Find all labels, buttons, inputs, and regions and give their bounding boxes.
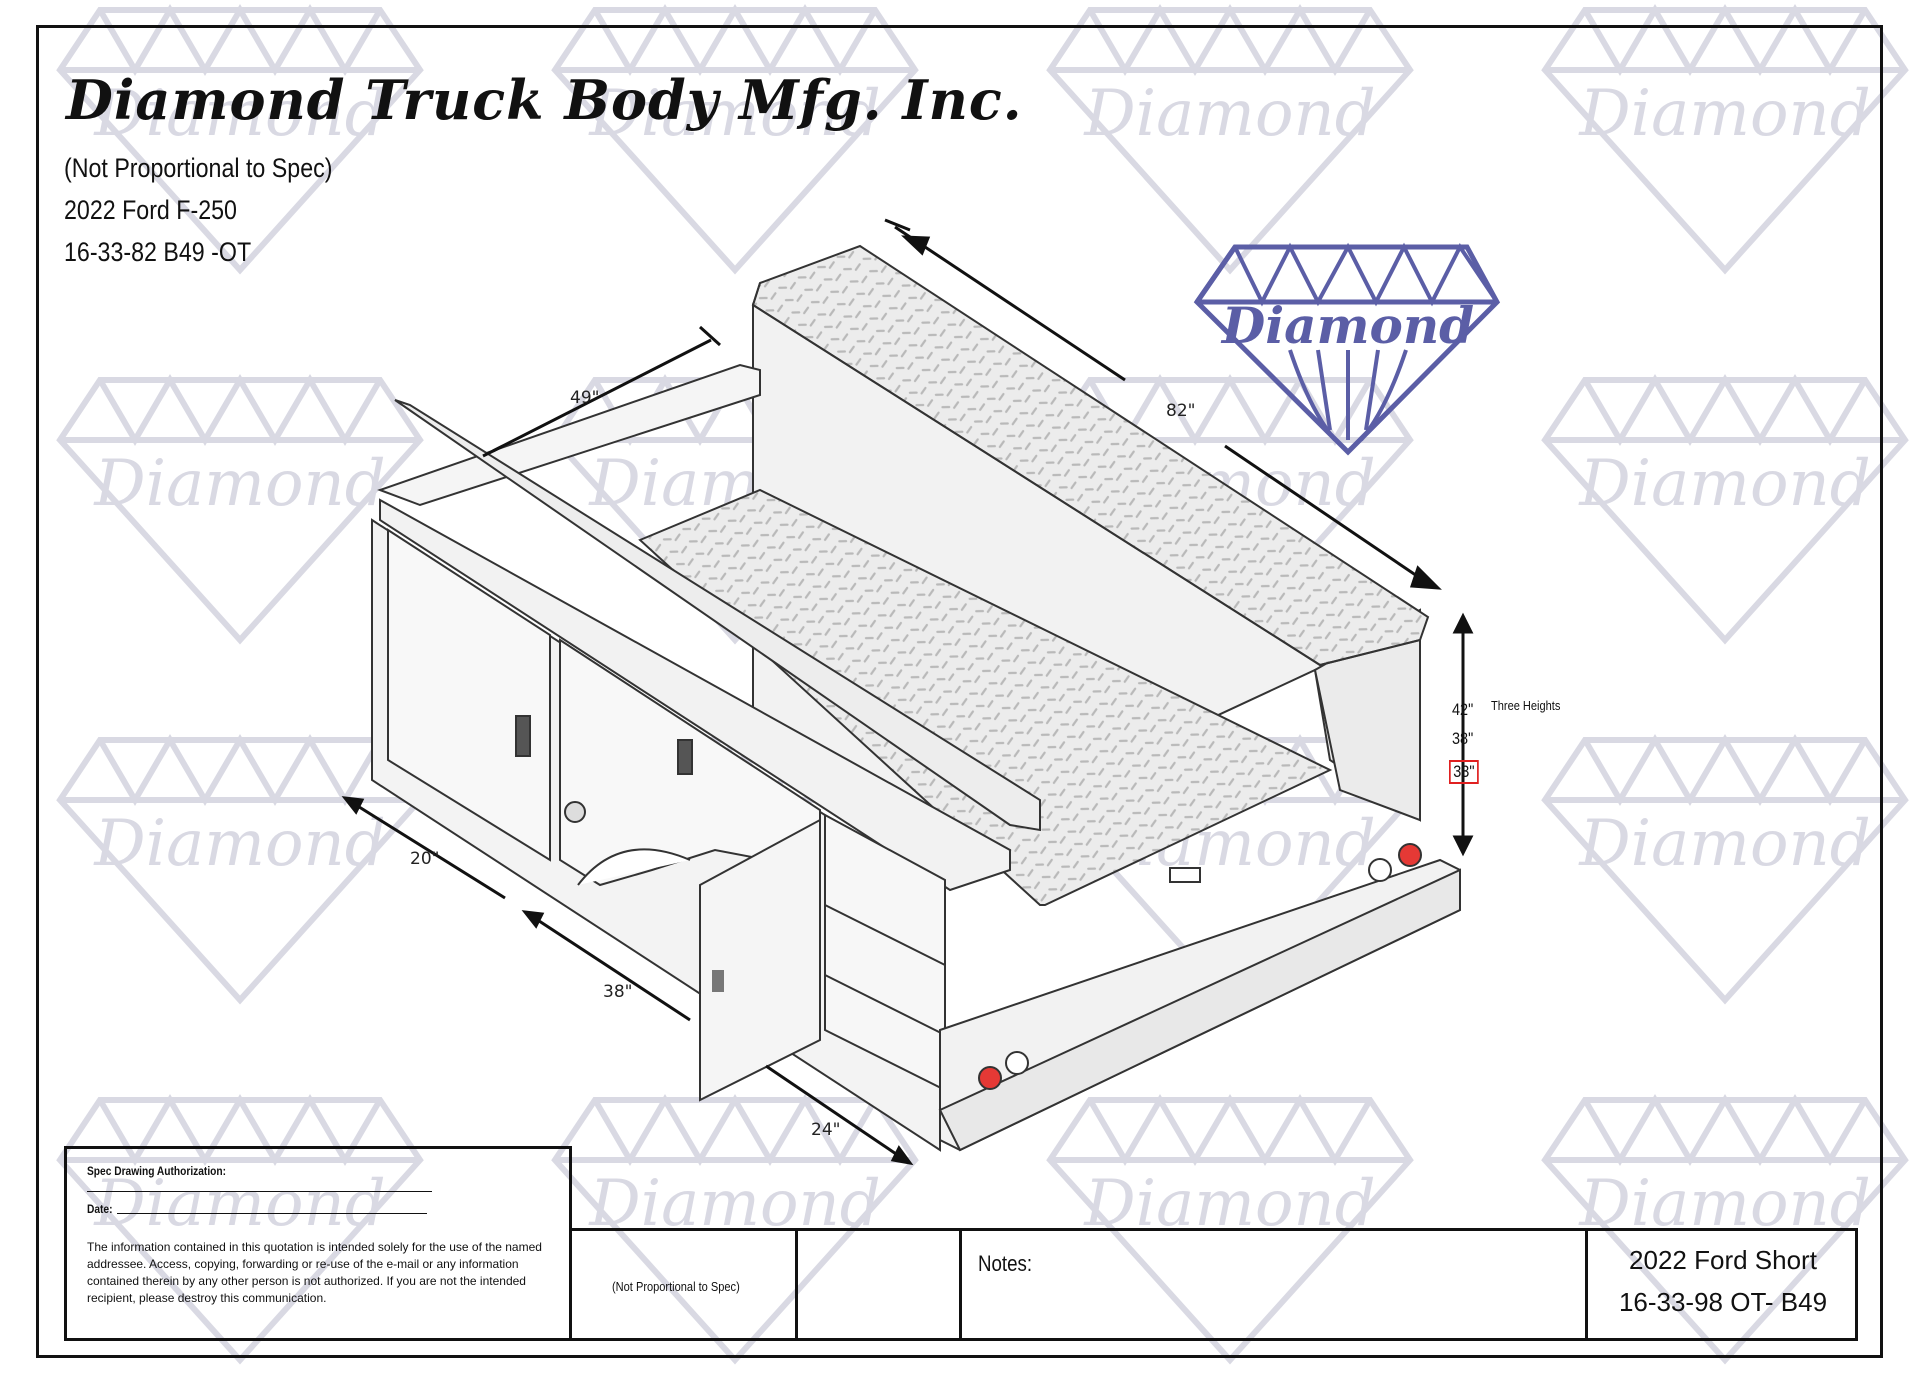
height-33-selected: 33"	[1449, 760, 1479, 784]
blank-cell	[795, 1231, 962, 1338]
rear-bumper	[938, 843, 1461, 1152]
dim-compartment-length: 38"	[603, 982, 633, 1002]
watermark-diamond-7: Diamond	[1541, 374, 1909, 645]
proportion-cell: (Not Proportional to Spec)	[569, 1231, 798, 1338]
vehicle-model: 2022 Ford F-250	[64, 195, 237, 225]
left-compartment	[371, 363, 1011, 1152]
drawing-border	[36, 25, 1883, 1358]
heights-label: Three Heights	[1491, 698, 1561, 713]
disclaimer-text: The information contained in this quotat…	[87, 1240, 542, 1305]
date-label: Date:	[87, 1202, 113, 1216]
watermark-diamond-1: Diamond	[551, 4, 919, 275]
watermark-text: Diamond	[1578, 77, 1870, 151]
height-38: 38"	[1452, 729, 1474, 748]
watermark-text: Diamond	[93, 447, 385, 521]
watermark-text: Diamond	[1578, 447, 1870, 521]
title-block: (Not Proportional to Spec) Notes: 2022 F…	[569, 1228, 1858, 1341]
signature-line	[87, 1191, 432, 1192]
watermark-diamond-11: Diamond	[1541, 734, 1909, 1005]
watermark-diamond-8: Diamond	[56, 734, 424, 1005]
watermark-text: Diamond	[1083, 77, 1375, 151]
diamond-logo	[1193, 242, 1501, 456]
drawing-title-cell: 2022 Ford Short 16-33-98 OT- B49	[1585, 1231, 1858, 1338]
title-line-1: 2022 Ford Short	[1629, 1245, 1817, 1275]
watermark-diamond-12: Diamond	[56, 1094, 424, 1365]
watermark-text: Diamond	[588, 77, 880, 151]
watermark-diamond-4: Diamond	[56, 374, 424, 645]
dim-top-width: 49"	[570, 388, 600, 408]
watermark-diamond-2: Diamond	[1046, 4, 1414, 275]
spec-code: 16-33-82 B49 -OT	[64, 237, 252, 267]
watermark-text: Diamond	[1578, 807, 1870, 881]
dim-length: 82"	[1166, 401, 1196, 421]
dim-rear-door: 24"	[811, 1120, 841, 1140]
watermark-text: Diamond	[93, 77, 385, 151]
watermark-text: Diamond	[93, 807, 385, 881]
dim-compartment-depth: 20"	[410, 849, 440, 869]
open-door	[699, 818, 821, 1102]
height-42: 42"	[1452, 700, 1474, 719]
notes-cell: Notes:	[959, 1231, 1588, 1338]
watermark-diamond-3: Diamond	[1541, 4, 1909, 275]
watermark-text: Diamond	[93, 1167, 385, 1241]
watermark-diamond-0: Diamond	[56, 4, 424, 275]
dimension-lines	[341, 218, 1474, 1166]
notes-label: Notes:	[978, 1251, 1033, 1276]
authorization-box: Spec Drawing Authorization: Date: The in…	[64, 1146, 572, 1341]
company-name: Diamond Truck Body Mfg. Inc.	[66, 68, 1023, 132]
date-line	[117, 1213, 427, 1214]
title-block-proportion-note: (Not Proportional to Spec)	[612, 1279, 740, 1294]
open-lid	[394, 399, 1041, 832]
title-line-2: 16-33-98 OT- B49	[1618, 1287, 1828, 1317]
authorization-title: Spec Drawing Authorization:	[87, 1164, 227, 1178]
logo-text: Diamond	[1220, 296, 1474, 355]
proportion-note: (Not Proportional to Spec)	[64, 153, 333, 183]
